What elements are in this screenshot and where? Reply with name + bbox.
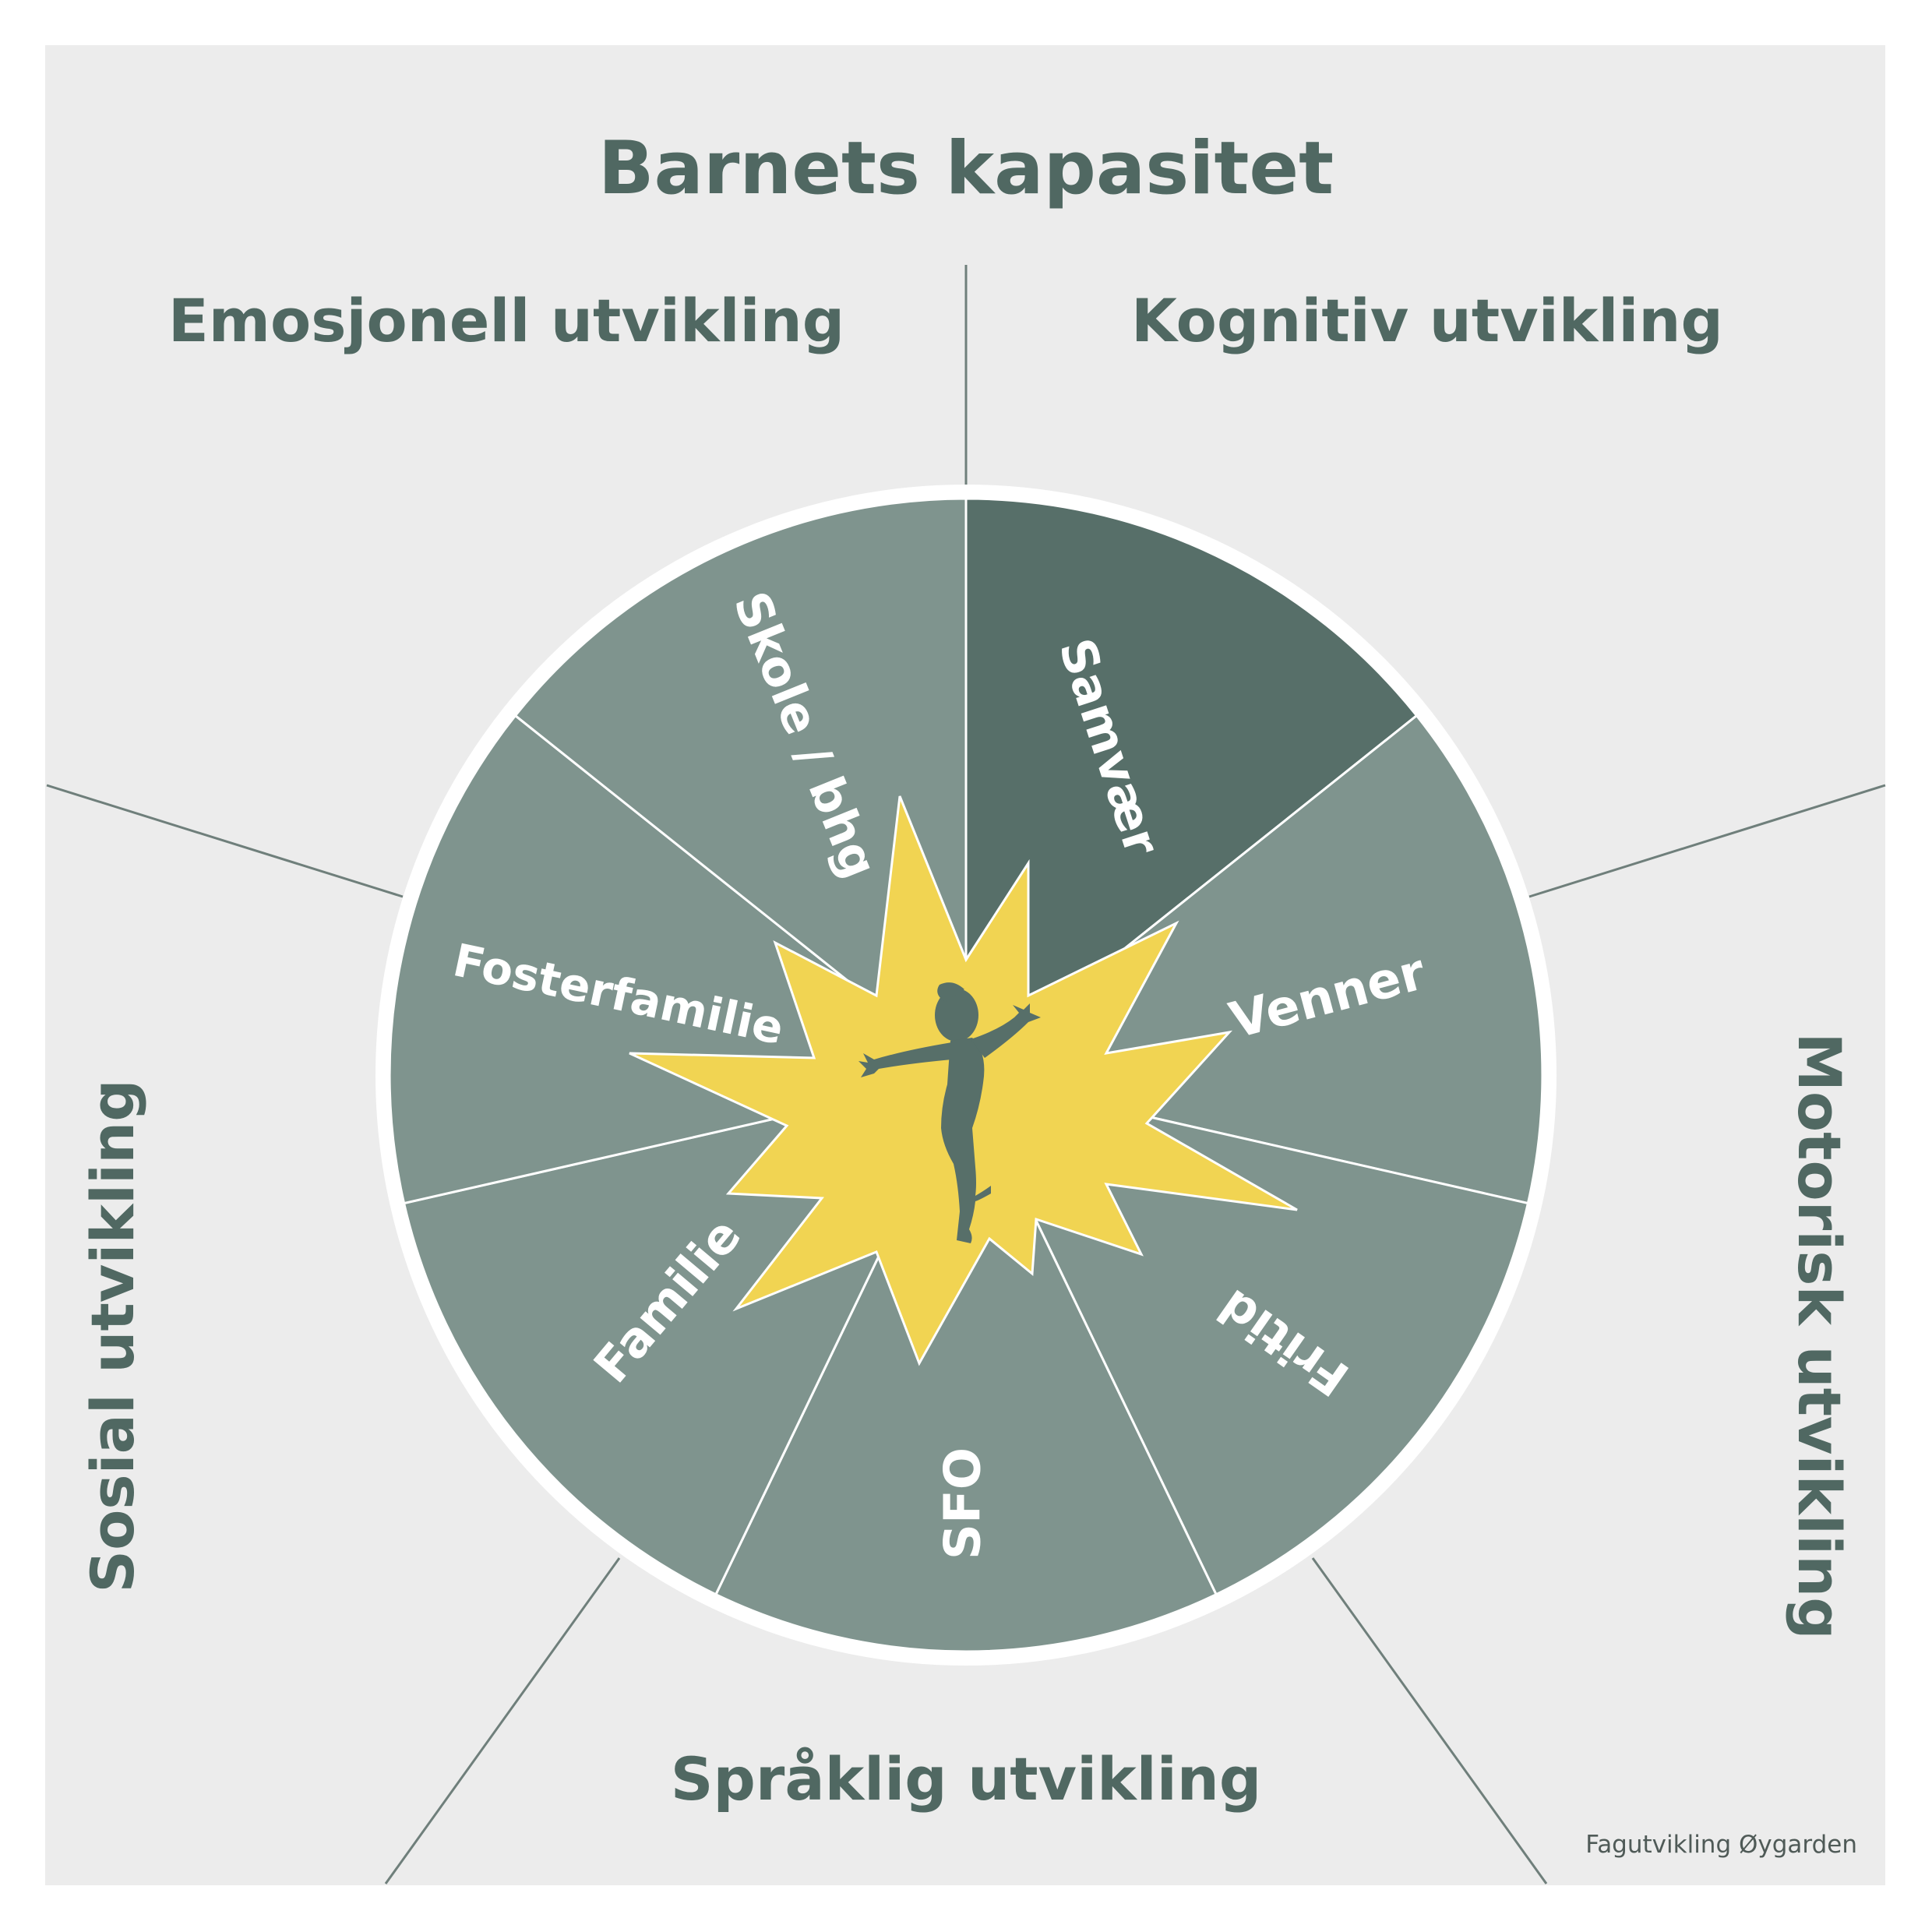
domain-label-motor: Motorisk utvikling [1785, 1032, 1854, 1639]
segment-sfo[interactable] [714, 1072, 1218, 1653]
segment-skole-bhg[interactable] [513, 497, 968, 1078]
domain-label-language: Språklig utvikling [671, 1744, 1262, 1814]
domain-divider-lines [46, 265, 1886, 1884]
divider-line-left [46, 784, 404, 898]
child-silhouette-icon [858, 982, 1041, 1243]
segment-label-sfo: SFO [935, 1447, 992, 1560]
divider-line-bottom-left [384, 1557, 621, 1884]
credit-text: Fagutvikling Øygarden [1585, 1831, 1857, 1859]
page-title: Barnets kapasitet [598, 126, 1334, 211]
domain-label-cognitive: Kognitiv utvikling [1131, 286, 1723, 355]
divider-line-bottom-right [1311, 1557, 1548, 1884]
domain-label-social: Sosial utvikling [78, 1079, 147, 1592]
divider-line-right [1528, 784, 1886, 898]
domain-label-emotional: Emosjonell utvikling [168, 286, 844, 355]
segment-samvaer[interactable] [964, 497, 1419, 1078]
